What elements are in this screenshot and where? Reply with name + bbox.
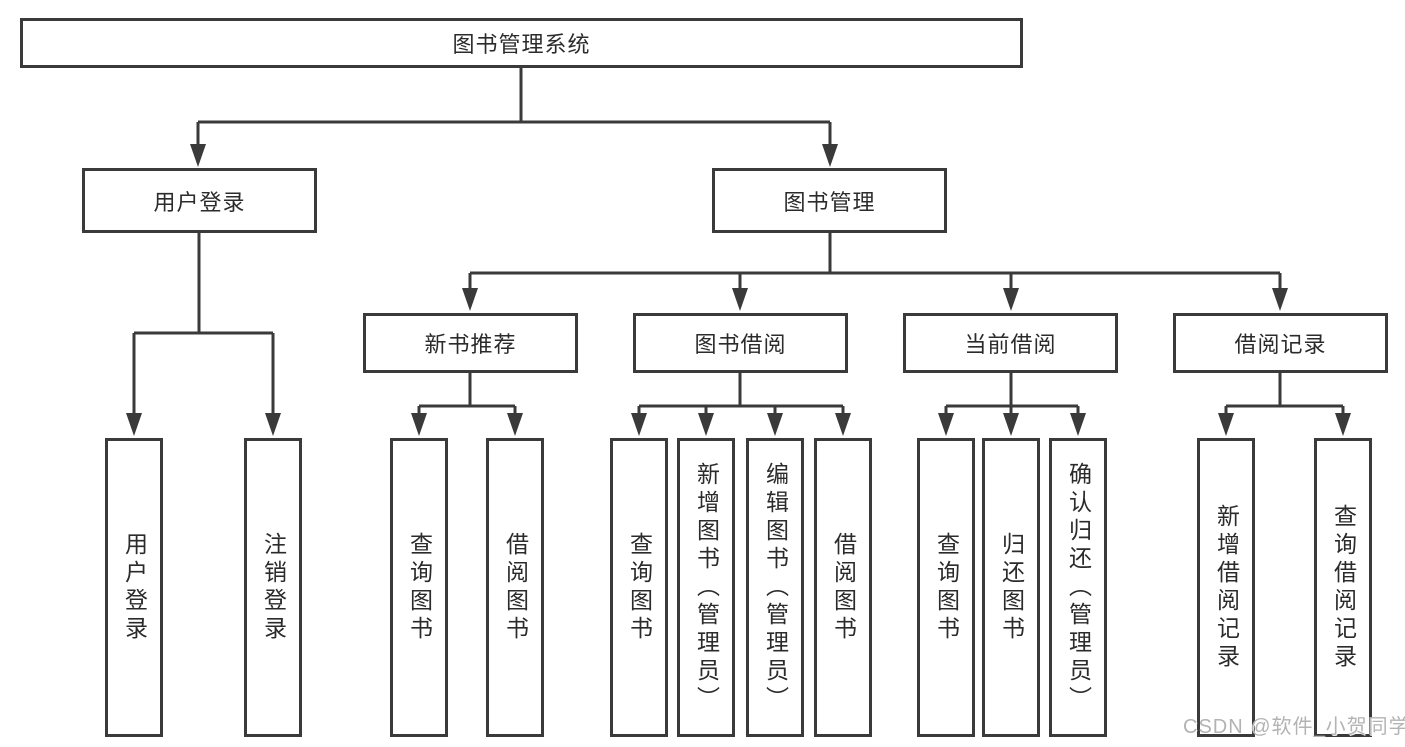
node-label: 用户登录 [121,531,148,644]
arrowhead-icon [411,413,427,436]
node-edit-book-admin: 编辑图书（管理员） [746,438,804,737]
arrowhead-icon [126,413,142,436]
node-label: 借阅图书 [830,531,857,644]
connector-borrow-record-branch [1224,372,1345,417]
arrowhead-icon [190,144,206,167]
arrowhead-icon [732,288,748,311]
node-library-management-system: 图书管理系统 [20,18,1023,68]
connector-root-to-level2 [196,68,832,147]
node-return-book: 归还图书 [982,438,1040,737]
node-label: 归还图书 [998,531,1025,644]
arrowhead-icon [835,413,851,436]
node-label: 新增借阅记录 [1213,503,1240,672]
node-label: 查询图书 [406,531,433,644]
node-query-books-borrowing: 查询图书 [610,438,668,737]
node-borrow-book: 借阅图书 [814,438,872,737]
connector-new-book-branch [417,372,517,417]
node-user-login: 用户登录 [82,168,317,233]
arrowhead-icon [822,144,838,167]
node-confirm-return-admin: 确认归还（管理员） [1049,438,1107,737]
node-label: 编辑图书（管理员） [762,461,789,714]
arrowhead-icon [767,413,783,436]
node-borrowing-records: 借阅记录 [1173,313,1388,373]
node-query-books-recommend: 查询图书 [390,438,448,737]
connector-user-login-branch [132,232,275,416]
node-label: 查询借阅记录 [1330,503,1357,672]
node-label: 查询图书 [626,531,653,644]
arrowhead-icon [1003,288,1019,311]
arrowhead-icon [1003,413,1019,436]
arrowhead-icon [507,413,523,436]
arrowhead-icon [938,413,954,436]
arrowhead-icon [1218,413,1234,436]
node-label: 新增图书（管理员） [693,461,720,714]
arrowhead-icon [698,413,714,436]
connector-book-borrow-branch [637,372,845,417]
node-book-management: 图书管理 [712,168,947,233]
arrowheads [126,144,1351,436]
node-borrow-book-recommend: 借阅图书 [486,438,544,737]
node-label: 查询图书 [933,531,960,644]
node-label: 注销登录 [260,531,287,644]
connector-current-borrow-branch [944,372,1080,417]
node-current-borrowing: 当前借阅 [903,313,1118,373]
arrowhead-icon [265,413,281,436]
node-query-books-current: 查询图书 [917,438,975,737]
node-user-login-leaf: 用户登录 [105,438,163,737]
node-add-borrow-record: 新增借阅记录 [1197,438,1255,737]
node-label: 确认归还（管理员） [1065,461,1092,714]
csdn-watermark: CSDN @软件_小贺同学 [1183,716,1405,738]
node-logout: 注销登录 [244,438,302,737]
node-add-book-admin: 新增图书（管理员） [677,438,735,737]
node-label: 借阅图书 [502,531,529,644]
arrowhead-icon [1272,288,1288,311]
arrowhead-icon [462,288,478,311]
connector-book-management-branch [468,232,1282,291]
node-new-book-recommendation: 新书推荐 [363,313,578,373]
node-book-borrowing: 图书借阅 [633,313,848,373]
arrowhead-icon [1070,413,1086,436]
arrowhead-icon [631,413,647,436]
node-query-borrow-record: 查询借阅记录 [1314,438,1372,737]
arrowhead-icon [1335,413,1351,436]
